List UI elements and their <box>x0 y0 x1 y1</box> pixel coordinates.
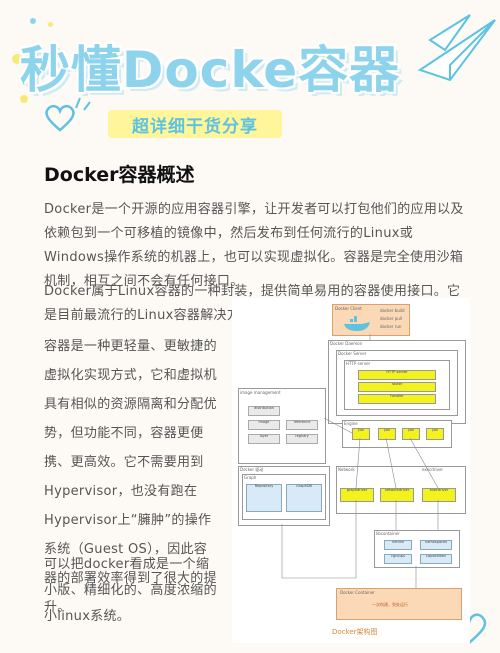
image-item: registry <box>286 434 318 444</box>
page-title: 秒懂Docke容器 <box>19 41 401 99</box>
subtitle-highlight <box>108 110 282 138</box>
decor-dot <box>12 54 22 64</box>
client-cmd: docker pull <box>380 316 403 321</box>
diagram-connectors <box>281 334 439 588</box>
driver-item: graphdriver <box>340 488 374 502</box>
driver-label: Docker 驱动 <box>240 467 264 472</box>
decor-dot <box>48 22 53 27</box>
decor-dot <box>30 18 36 24</box>
driver-item: networkdriver <box>380 488 414 502</box>
lib-item: netlink <box>384 540 412 550</box>
image-item: image <box>248 420 280 430</box>
router-item: router <box>358 382 436 392</box>
client-cmd: docker build <box>380 308 405 313</box>
client-cmd: docker run <box>380 324 402 329</box>
paragraph-mini-linux: 可以把docker看成是一个缩小版、精细化的、高度浓缩的小linux系统。 <box>44 557 217 624</box>
paper-plane-icon <box>417 14 496 82</box>
libcontainer-label: libcontainer <box>376 531 400 536</box>
network-label: Network <box>338 467 355 472</box>
engine-job: Job <box>378 428 396 440</box>
lib-item: namespaces <box>420 540 452 550</box>
docker-container-label: Docker Container <box>340 590 375 595</box>
page-subtitle: 超详细干货分享 <box>132 117 258 137</box>
docker-client-box <box>332 304 410 336</box>
graph-label: Graph <box>244 475 257 480</box>
docker-architecture-diagram: Docker Client docker build docker pull d… <box>232 298 470 643</box>
docker-container-note: 一次构建，到处运行 <box>372 602 408 607</box>
docker-whale-icon <box>344 316 370 331</box>
decor-dot <box>22 78 29 85</box>
heart-icon <box>45 104 75 132</box>
section-heading: Docker容器概述 <box>44 164 195 186</box>
diagram-caption: Docker架构图 <box>332 628 378 636</box>
driver-item: execdriver <box>422 488 456 502</box>
paragraph-lightweight: 容器是一种更轻量、更敏捷的虚拟化实现方式，它和虚拟机具有相似的资源隔离和分配优势… <box>44 339 217 615</box>
lib-item: cgroups <box>384 554 412 564</box>
image-item: distribution <box>248 406 280 416</box>
image-item: reference <box>286 420 318 430</box>
graph-item: Repository <box>246 484 282 512</box>
router-group-label: HTTP server <box>346 361 371 366</box>
docker-client-label: Docker Client <box>335 306 362 311</box>
lib-item: capabilities <box>420 554 452 564</box>
image-item: layer <box>248 434 280 444</box>
image-management-label: image management <box>240 390 281 395</box>
decor-dot <box>20 95 28 103</box>
engine-label: Engine <box>344 421 358 426</box>
sparkle-icon <box>75 97 91 111</box>
docker-server-label: Docker Server <box>338 351 367 356</box>
router-item: handler <box>358 394 436 404</box>
docker-daemon-label: Docker Daemon <box>330 341 363 346</box>
graph-item: GraphDB <box>286 484 322 512</box>
paragraph-intro: Docker是一个开源的应用容器引擎，让开发者可以打包他们的应用以及依赖包到一个… <box>44 202 464 289</box>
engine-job: Job <box>426 428 444 440</box>
docker-container-box <box>336 588 462 620</box>
exec-label: execdriver <box>422 467 444 472</box>
router-item: HTTP server <box>358 370 436 380</box>
engine-job: Job <box>352 428 370 440</box>
paragraph-linux-container: Docker属于Linux容器的一种封装，提供简单易用的容器使用接口。它是目前最… <box>44 284 461 323</box>
